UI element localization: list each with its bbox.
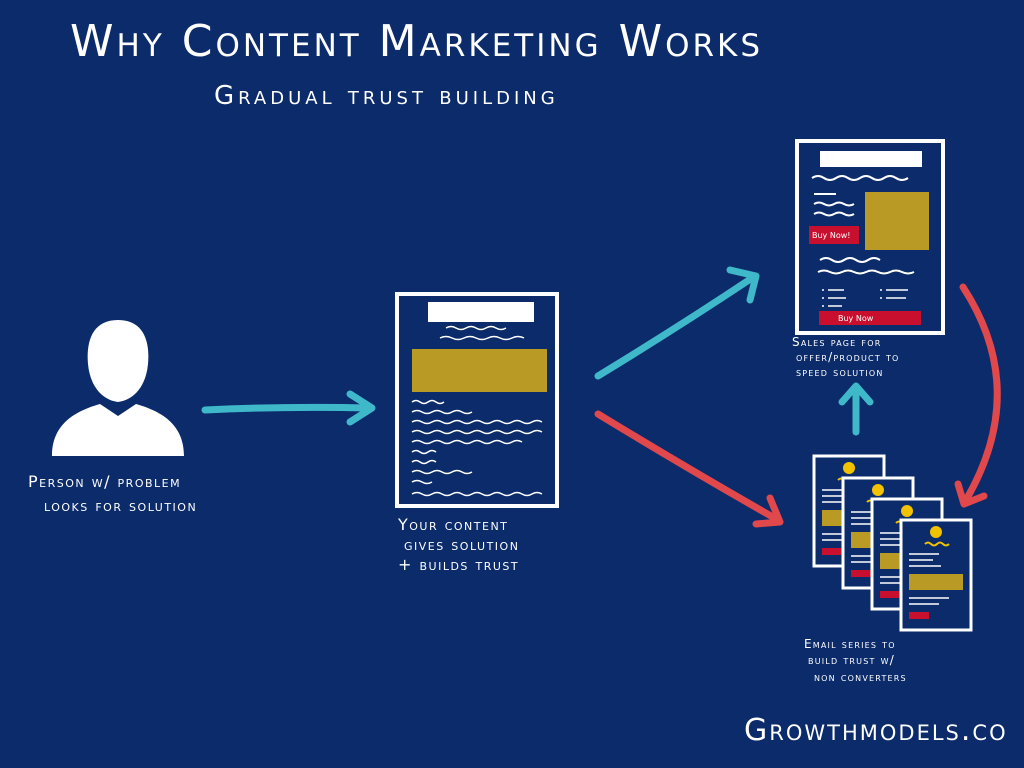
sales-caption-line-1: Sales page for (792, 335, 881, 349)
document-icon (395, 292, 559, 508)
person-caption-line-2: looks for solution (44, 496, 197, 515)
brand-watermark: Growthmodels.co (744, 713, 1008, 748)
email-caption-line-2: build trust w/ (808, 653, 895, 667)
content-caption: Your content gives solution + builds tru… (397, 515, 519, 574)
diagram-title: Why Content Marketing Works (70, 16, 763, 67)
person-silhouette-icon (52, 320, 184, 456)
email-caption-line-1: Email series to (804, 637, 896, 651)
sales-caption-line-2: offer/product to (796, 350, 900, 364)
sales-page-icon: Buy Now! Buy Now (795, 139, 945, 335)
person-caption-line-1: Person w/ problem (28, 472, 181, 491)
buy-now-button-1: Buy Now! (812, 231, 850, 240)
sales-caption-line-3: speed solution (796, 365, 884, 379)
buy-now-button-2: Buy Now (838, 314, 874, 323)
email-caption-line-3: non converters (814, 670, 907, 684)
arrow-content-to-sales (594, 266, 760, 380)
content-caption-line-1: Your content (397, 515, 508, 534)
arrow-person-to-content (201, 390, 376, 426)
person-caption: Person w/ problem looks for solution (28, 472, 197, 515)
arrow-email-to-sales (838, 382, 874, 436)
email-caption: Email series to build trust w/ non conve… (804, 637, 907, 684)
content-caption-line-2: gives solution (404, 535, 519, 554)
arrow-content-to-email (594, 410, 784, 528)
arrow-sales-to-email (954, 283, 1001, 508)
sales-caption: Sales page for offer/product to speed so… (792, 335, 900, 379)
email-stack-icon (812, 454, 973, 632)
diagram-subtitle: Gradual trust building (214, 81, 559, 111)
content-caption-line-3: + builds trust (398, 555, 519, 574)
